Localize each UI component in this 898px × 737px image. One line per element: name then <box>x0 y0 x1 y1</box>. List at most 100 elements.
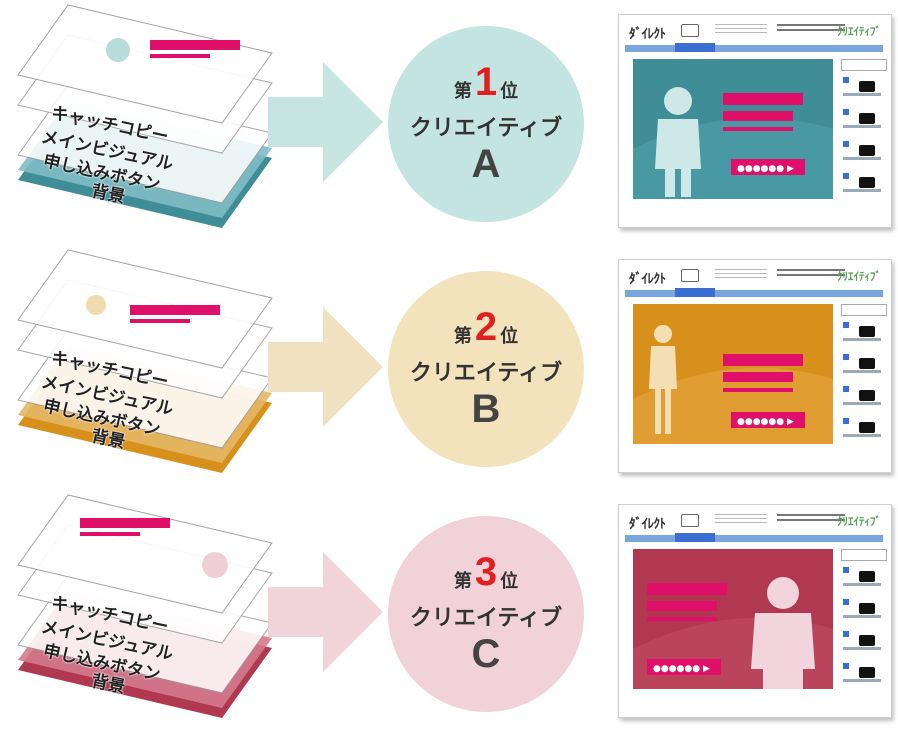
mockup-nav-bar <box>625 535 883 542</box>
sidebar-item <box>841 107 885 131</box>
mockup-apply-button <box>731 159 805 175</box>
mockup-button-dots: ●●●●●● ▶ <box>737 164 794 174</box>
sidebar-item <box>841 352 885 376</box>
camera-icon <box>859 113 875 124</box>
mockup-logo: ﾀﾞｲﾚｸﾄ <box>629 26 666 41</box>
person-icon <box>655 119 701 197</box>
creative-letter: B <box>471 387 501 431</box>
mockup-logo: ﾀﾞｲﾚｸﾄ <box>629 271 666 286</box>
landing-page-mockup: ﾀﾞｲﾚｸﾄ ｸﾘｴｲﾃｨﾌﾞ ●●●●●● ▶ <box>618 504 892 718</box>
person-head-icon <box>767 577 799 609</box>
camera-icon <box>859 571 875 582</box>
layer-catch-dots <box>150 54 210 58</box>
mockup-hero: ●●●●●● ▶ <box>633 549 833 689</box>
person-icon <box>649 346 677 434</box>
layer-catch-bar <box>150 40 240 50</box>
mockup-nav-bar <box>625 290 883 297</box>
camera-icon <box>859 603 875 614</box>
layer-catch-dots <box>80 532 140 536</box>
camera-icon <box>859 422 875 433</box>
sidebar-item <box>841 75 885 99</box>
creative-letter: C <box>471 632 501 676</box>
sidebar-item <box>841 171 885 195</box>
layer-catch-bar <box>80 518 170 528</box>
mockup-nav-tab <box>675 43 715 52</box>
sidebar-item <box>841 565 885 589</box>
sidebar-item <box>841 597 885 621</box>
ranking-row-c: キャッチコピー メインビジュアル 申し込みボタン 背景 第 3 位 クリエイティ… <box>0 490 898 735</box>
rank-line: 第 3 位 <box>453 552 518 592</box>
rank-prefix: 第 <box>453 326 472 346</box>
mockup-logo-icon <box>681 514 699 527</box>
rank-suffix: 位 <box>500 81 519 101</box>
mockup-header: ﾀﾞｲﾚｸﾄ ｸﾘｴｲﾃｨﾌﾞ <box>619 260 891 286</box>
rank-suffix: 位 <box>500 326 519 346</box>
sidebar-item <box>841 139 885 163</box>
layer-person-head <box>202 552 228 578</box>
camera-icon <box>859 326 875 337</box>
camera-icon <box>859 145 875 156</box>
person-head-icon <box>664 87 692 115</box>
mockup-logo-icon <box>681 24 699 37</box>
ranking-row-b: キャッチコピー メインビジュアル 申し込みボタン 背景 第 2 位 クリエイティ… <box>0 245 898 490</box>
layer-top <box>17 4 273 124</box>
layer-person-head <box>86 295 106 315</box>
landing-page-mockup: ﾀﾞｲﾚｸﾄ ｸﾘｴｲﾃｨﾌﾞ ●●●●●● ▶ <box>618 259 892 473</box>
mockup-header: ﾀﾞｲﾚｸﾄ ｸﾘｴｲﾃｨﾌﾞ <box>619 15 891 41</box>
layer-stack-graphic <box>17 249 273 473</box>
layer-catch-dots <box>130 319 190 323</box>
mockup-header-text <box>715 24 767 36</box>
mockup-header-bold-text <box>777 269 845 279</box>
mockup-logo: ﾀﾞｲﾚｸﾄ <box>629 516 666 531</box>
landing-page-mockup: ﾀﾞｲﾚｸﾄ ｸﾘｴｲﾃｨﾌﾞ ●●●●●● ▶ <box>618 14 892 228</box>
right-arrow-icon <box>268 552 383 672</box>
sidebar-item <box>841 629 885 653</box>
rank-line: 第 1 位 <box>453 60 519 104</box>
person-head-icon <box>654 325 672 343</box>
mockup-hero: ●●●●●● ▶ <box>633 304 833 444</box>
layer-person-head <box>106 38 130 62</box>
right-arrow-icon <box>268 307 383 427</box>
ranking-row-a: キャッチコピー メインビジュアル 申し込みボタン 背景 第 1 位 クリエイティ… <box>0 0 898 245</box>
mockup-header-bold-text <box>777 514 845 524</box>
mockup-hero-graphic: ●●●●●● ▶ <box>633 304 833 444</box>
camera-icon <box>859 81 875 92</box>
camera-icon <box>859 358 875 369</box>
creative-label: クリエイティブ <box>409 360 563 385</box>
rank-number: 2 <box>474 305 498 349</box>
mockup-nav-tab <box>675 533 715 542</box>
rank-number: 1 <box>474 60 498 104</box>
camera-icon <box>859 390 875 401</box>
sidebar-item <box>841 384 885 408</box>
sidebar-head <box>841 304 887 316</box>
mockup-sidebar <box>841 59 887 209</box>
mockup-button-dots: ●●●●●● ▶ <box>653 664 710 674</box>
sidebar-head <box>841 59 887 71</box>
mockup-logo-icon <box>681 269 699 282</box>
mockup-sidebar <box>841 549 887 699</box>
layer-stack-graphic <box>17 4 273 228</box>
creative-label: クリエイティブ <box>409 605 563 630</box>
mockup-nav-bar <box>625 45 883 52</box>
mockup-apply-button <box>731 412 805 428</box>
rank-circle: 第 3 位 クリエイティブ C <box>388 516 584 712</box>
mockup-sidebar <box>841 304 887 454</box>
mockup-hero-graphic: ●●●●●● ▶ <box>633 59 833 199</box>
mockup-header-text <box>715 514 767 526</box>
mockup-brand: ｸﾘｴｲﾃｨﾌﾞ <box>837 516 881 528</box>
mockup-header-text <box>715 269 767 281</box>
mockup-hero: ●●●●●● ▶ <box>633 59 833 199</box>
creative-letter: A <box>471 142 501 186</box>
mockup-apply-button <box>647 659 721 675</box>
mockup-header-bold-text <box>777 24 845 34</box>
mockup-nav-tab <box>675 288 715 297</box>
layer-stack: キャッチコピー メインビジュアル 申し込みボタン 背景 <box>0 245 300 490</box>
rank-prefix: 第 <box>453 81 472 101</box>
layer-stack: キャッチコピー メインビジュアル 申し込みボタン 背景 <box>0 0 300 245</box>
mockup-brand: ｸﾘｴｲﾃｨﾌﾞ <box>837 26 881 38</box>
mockup-button-dots: ●●●●●● ▶ <box>737 417 794 427</box>
sidebar-item <box>841 320 885 344</box>
rank-prefix: 第 <box>453 571 472 591</box>
creative-label: クリエイティブ <box>409 115 563 140</box>
layer-catch-bar <box>130 305 220 315</box>
